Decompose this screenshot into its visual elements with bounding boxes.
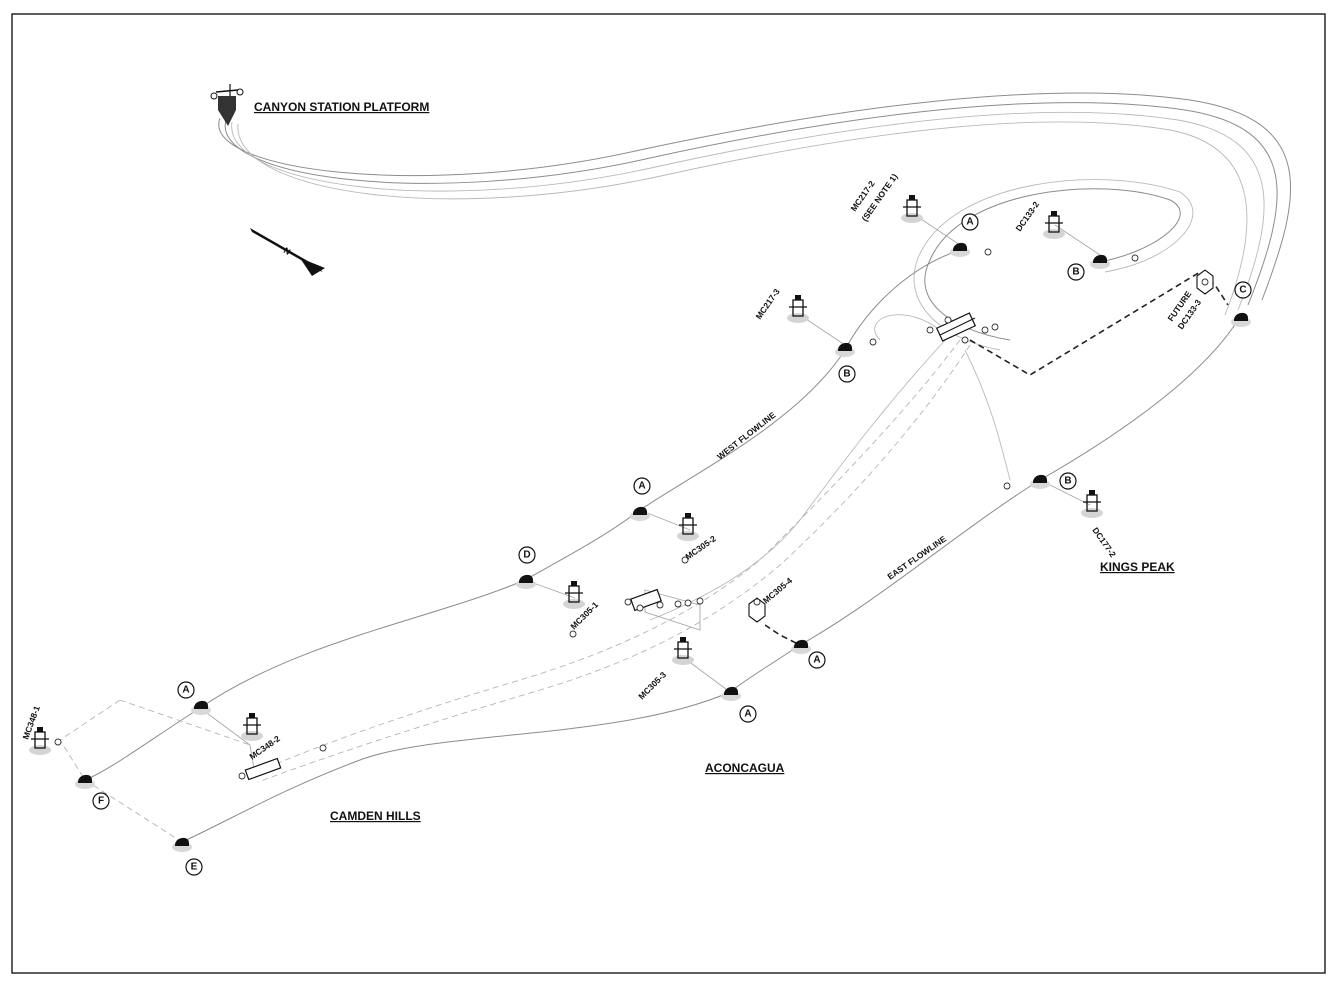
label-mc305-4: MC305-4 — [761, 575, 794, 605]
north-arrow-icon: N — [250, 228, 325, 276]
plet-right-c — [1231, 312, 1251, 327]
service-line-1 — [249, 339, 961, 776]
plet-west-a — [630, 506, 650, 521]
tree-mc217-3 — [787, 295, 809, 323]
tree-dc177-2 — [1081, 490, 1103, 518]
camden-tie-line-1 — [199, 707, 256, 776]
tree-mc217-2 — [901, 195, 923, 223]
svg-text:A: A — [966, 217, 973, 228]
mc217-2-jumper — [914, 214, 961, 246]
bubble-mc217-3-b: B — [838, 365, 856, 383]
tree-mc305-1 — [563, 581, 585, 609]
label-canyon-station-platform: CANYON STATION PLATFORM — [254, 100, 429, 114]
export-pipeline-1 — [218, 92, 1291, 301]
plet-mc217-3-b — [835, 342, 855, 357]
bubble-west-a: A — [633, 477, 651, 495]
plet-camden-e — [172, 837, 192, 852]
plet-west-d — [516, 574, 536, 589]
label-camden-hills: CAMDEN HILLS — [330, 809, 421, 823]
bubble-camden-e: E — [185, 858, 203, 876]
tree-dc133-2 — [1043, 211, 1065, 239]
svg-text:C: C — [1239, 285, 1246, 296]
mc305-4-line — [764, 624, 801, 646]
tree-mc348-1 — [29, 727, 51, 755]
north-arrow-label: N — [282, 245, 292, 257]
dc133-2-jumper — [1054, 224, 1101, 256]
svg-text:E: E — [191, 862, 198, 873]
svg-text:B: B — [1064, 476, 1071, 487]
tree-mc305-3 — [672, 637, 694, 665]
loop-line-upper — [924, 188, 1181, 341]
loop-line-upper-2 — [913, 179, 1194, 351]
flowline-network — [59, 92, 1291, 843]
label-west-flowline: WEST FLOWLINE — [715, 410, 778, 462]
label-dc177-2: DC177-2 — [1090, 525, 1118, 559]
subsea-trees — [29, 195, 1214, 755]
canyon-station-platform-icon — [210, 84, 244, 126]
export-pipeline-2 — [224, 102, 1278, 306]
camden-hills-manifold — [54, 738, 327, 781]
plet-east-a-lower — [721, 686, 741, 701]
plet-camden-a — [191, 700, 211, 715]
bubble-east-a-upper: A — [808, 651, 826, 669]
aconcagua-manifold — [624, 588, 704, 612]
bubble-east-a-lower: A — [739, 705, 757, 723]
svg-text:B: B — [843, 369, 850, 380]
svg-text:F: F — [98, 796, 104, 807]
svg-text:A: A — [638, 481, 645, 492]
bubble-camden-a: A — [177, 681, 195, 699]
bubble-top-b: B — [1067, 263, 1085, 281]
svg-text:B: B — [1072, 267, 1079, 278]
label-kings-peak: KINGS PEAK — [1100, 560, 1175, 574]
bubble-kings-b: B — [1059, 472, 1077, 490]
label-dc133-2: DC133-2 — [1013, 199, 1041, 233]
export-pipeline-3 — [231, 111, 1265, 311]
bubble-west-d: D — [518, 546, 536, 564]
label-mc305-3: MC305-3 — [636, 669, 668, 701]
kings-peak-manifold — [869, 312, 999, 346]
label-east-flowline: EAST FLOWLINE — [885, 533, 948, 581]
future-dc133-3-line — [969, 271, 1229, 376]
tree-mc305-4 — [748, 597, 766, 623]
tree-mc348-2 — [241, 713, 263, 741]
label-mc348-1: MC348-1 — [20, 704, 41, 741]
service-line-4 — [964, 349, 1011, 481]
plet-kings-b — [1030, 474, 1050, 489]
west-flowline-line — [84, 249, 961, 781]
line-markers — [569, 248, 1139, 638]
plet-top-b — [1090, 254, 1110, 269]
east-flowline-line — [181, 319, 1239, 843]
plet-markers — [75, 242, 1251, 852]
svg-text:A: A — [744, 709, 751, 720]
svg-text:A: A — [182, 685, 189, 696]
plet-top-a — [950, 242, 970, 257]
export-pipeline-4 — [237, 121, 1248, 316]
service-line-2 — [257, 344, 971, 783]
bubble-top-a: A — [961, 213, 979, 231]
camden-tie-line-2 — [59, 699, 121, 781]
camden-tie-line-4 — [119, 699, 251, 746]
label-mc217-3: MC217-3 — [753, 287, 781, 322]
svg-text:A: A — [813, 655, 820, 666]
tree-mc305-2 — [677, 513, 699, 541]
bubble-right-c: C — [1234, 281, 1252, 299]
camden-tie-line-3 — [84, 779, 183, 843]
svg-text:D: D — [523, 550, 530, 561]
drawing-frame — [11, 13, 1326, 974]
label-aconcagua: ACONCAGUA — [705, 761, 785, 775]
plet-camden-f — [75, 774, 95, 789]
reference-bubbles: A B C B B A D A — [92, 213, 1252, 876]
tree-future-dc133-3 — [1196, 269, 1214, 295]
plet-east-a-upper — [791, 639, 811, 654]
service-line-5 — [874, 314, 941, 341]
bubble-camden-f: F — [92, 792, 110, 810]
service-line-3 — [649, 334, 951, 621]
